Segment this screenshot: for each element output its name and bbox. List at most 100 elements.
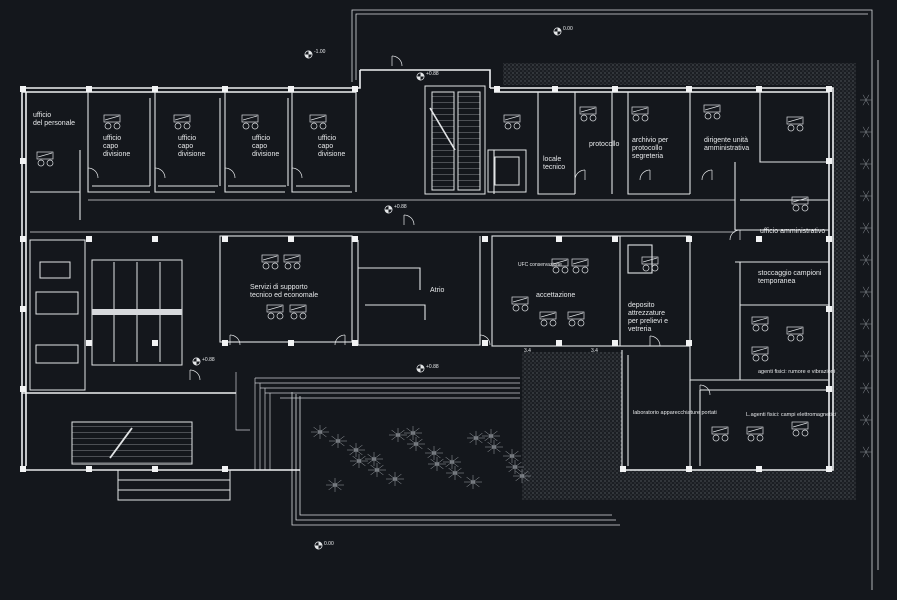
tree — [482, 429, 500, 443]
level-upper-left: -1.00 — [314, 49, 326, 55]
tree — [503, 449, 521, 463]
door — [639, 169, 651, 181]
column — [152, 236, 158, 242]
shrub — [860, 94, 872, 106]
dimension-label: 3.4 — [591, 348, 598, 354]
column — [482, 340, 488, 346]
room-label-ufc: UFC conservazione — [518, 262, 562, 268]
tree — [347, 443, 365, 457]
column — [288, 340, 294, 346]
room-label-servizi-supporto: Servizi di supporto tecnico ed economale — [250, 284, 319, 299]
tree — [365, 452, 383, 466]
office-partitions-top-right — [493, 92, 829, 231]
column — [826, 386, 832, 392]
room-label-accettazione: accettazione — [536, 292, 576, 299]
column — [152, 466, 158, 472]
door — [334, 334, 346, 346]
tree — [513, 469, 531, 483]
column — [86, 340, 92, 346]
door — [729, 229, 741, 241]
stair-core — [424, 85, 527, 195]
garden-planting — [311, 425, 531, 492]
room-label-archivio: archivio per protocollo segreteria — [632, 137, 669, 160]
column — [152, 340, 158, 346]
shrub — [860, 318, 872, 330]
column — [612, 236, 618, 242]
door — [189, 369, 201, 381]
room-label-deposito: deposito attrezzature per prelievi e vet… — [628, 302, 669, 333]
lower-stair — [30, 421, 231, 501]
level-marker-icon — [314, 541, 323, 550]
room-label-capo-divisione-4: ufficio capo divisione — [318, 135, 346, 158]
tree — [464, 475, 482, 489]
door — [699, 384, 711, 396]
toilet-partition-fill — [92, 309, 182, 315]
desk-group — [289, 304, 307, 320]
site-boundary — [291, 9, 879, 590]
column — [482, 236, 488, 242]
column — [352, 340, 358, 346]
level-top-right: 0.00 — [563, 26, 573, 32]
column — [686, 86, 692, 92]
level-marker-icon — [553, 27, 562, 36]
column — [288, 86, 294, 92]
column — [686, 466, 692, 472]
tree — [311, 425, 329, 439]
desk-group — [703, 104, 721, 120]
terrace-hatch-top — [503, 63, 856, 85]
column — [612, 86, 618, 92]
desk-group — [283, 254, 301, 270]
shrub — [860, 382, 872, 394]
desk-group — [241, 114, 259, 130]
column — [86, 466, 92, 472]
terrace-hatch-right — [833, 63, 856, 500]
corridor — [30, 199, 735, 233]
room-label-ufficio-personale: ufficio del personale — [33, 112, 76, 127]
column — [756, 86, 762, 92]
column — [612, 340, 618, 346]
door-swings — [87, 55, 741, 396]
shrub — [860, 158, 872, 170]
tree — [428, 457, 446, 471]
level-marker-icon — [416, 364, 425, 373]
shrub — [860, 286, 872, 298]
column — [20, 306, 26, 312]
column — [756, 236, 762, 242]
desk-group — [751, 316, 769, 332]
door — [224, 167, 236, 179]
tree — [329, 434, 347, 448]
tree — [404, 426, 422, 440]
desk-group — [711, 426, 729, 442]
level-marker-icon — [416, 72, 425, 81]
desk-group — [539, 311, 557, 327]
column — [20, 86, 26, 92]
desk-group — [641, 256, 659, 272]
desk-group — [579, 106, 597, 122]
desk-group — [786, 326, 804, 342]
column — [20, 158, 26, 164]
column — [826, 86, 832, 92]
room-label-capo-divisione-3: ufficio capo divisione — [252, 135, 280, 158]
room-label-laboratorio: laboratorio apparecchiature portati — [633, 410, 717, 416]
dimension-label: 3.4 — [524, 348, 531, 354]
office-partitions-middle — [219, 235, 829, 381]
column — [20, 386, 26, 392]
room-label-locale-tecnico: locale tecnico — [543, 156, 566, 171]
room-label-ufficio-amministrativo: ufficio amministrativo — [760, 228, 826, 235]
door — [701, 169, 713, 181]
column — [686, 340, 692, 346]
shrub — [860, 190, 872, 202]
tree — [389, 428, 407, 442]
room-label-agenti-fisici-campi: L.agenti fisici: campi elettromagnetici — [746, 412, 836, 418]
room-label-stoccaggio: stoccaggio campioni temporanea — [758, 270, 822, 285]
room-label-capo-divisione-2: ufficio capo divisione — [178, 135, 206, 158]
column — [222, 86, 228, 92]
shrub — [860, 446, 872, 458]
column — [222, 340, 228, 346]
tree — [350, 454, 368, 468]
circulation-lines — [235, 372, 520, 470]
door — [87, 167, 99, 179]
level-corridor: +0.88 — [394, 204, 407, 210]
level-lower-left: +0.88 — [202, 357, 215, 363]
